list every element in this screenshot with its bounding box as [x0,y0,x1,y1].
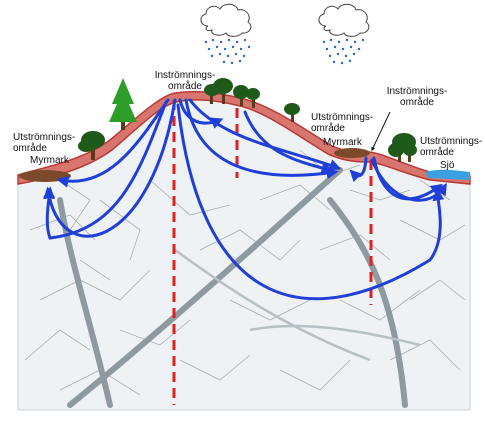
cloud-icon [318,3,370,37]
label-outflow-right-line1: Utströmnings- [420,136,483,147]
label-inflow-right: Inströmnings- område [377,86,457,108]
label-bog-mid: Myrmark [323,137,362,148]
label-bog-left: Myrmark [30,155,69,166]
tree-icon [204,78,260,108]
fracture-zones [57,167,408,408]
groundwater-flows [42,98,447,301]
label-outflow-right-line2: område [420,147,454,158]
label-inflow-right-line1: Inströmnings- [386,86,448,97]
label-inflow-left-line2: område [168,81,202,92]
bog-mid [334,148,370,158]
spruce-icon [109,78,137,130]
label-pointer [371,111,391,152]
tree-icon [78,131,105,160]
lake [425,169,470,180]
recharge-lines [172,100,373,405]
label-outflow-left: Utströmnings- område [13,132,75,154]
label-inflow-left: Inströmnings- område [145,70,225,92]
label-outflow-left-line1: Utströmnings- [13,132,76,143]
label-inflow-right-line2: område [400,97,434,108]
label-outflow-left-line2: område [13,143,47,154]
label-outflow-right: Utströmnings- område [420,136,482,158]
label-outflow-mid: Utströmnings- område [311,112,373,134]
label-outflow-mid-line1: Utströmnings- [311,112,374,123]
rain-icon [204,38,251,65]
rain-icon [322,38,365,65]
tree-icon [388,133,417,162]
cloud-icon [200,3,252,37]
label-lake: Sjö [440,160,455,171]
label-outflow-mid-line2: område [311,123,345,134]
soil-layer [17,90,471,185]
tree-icon [284,103,300,122]
label-inflow-left-line1: Inströmnings- [154,70,216,81]
